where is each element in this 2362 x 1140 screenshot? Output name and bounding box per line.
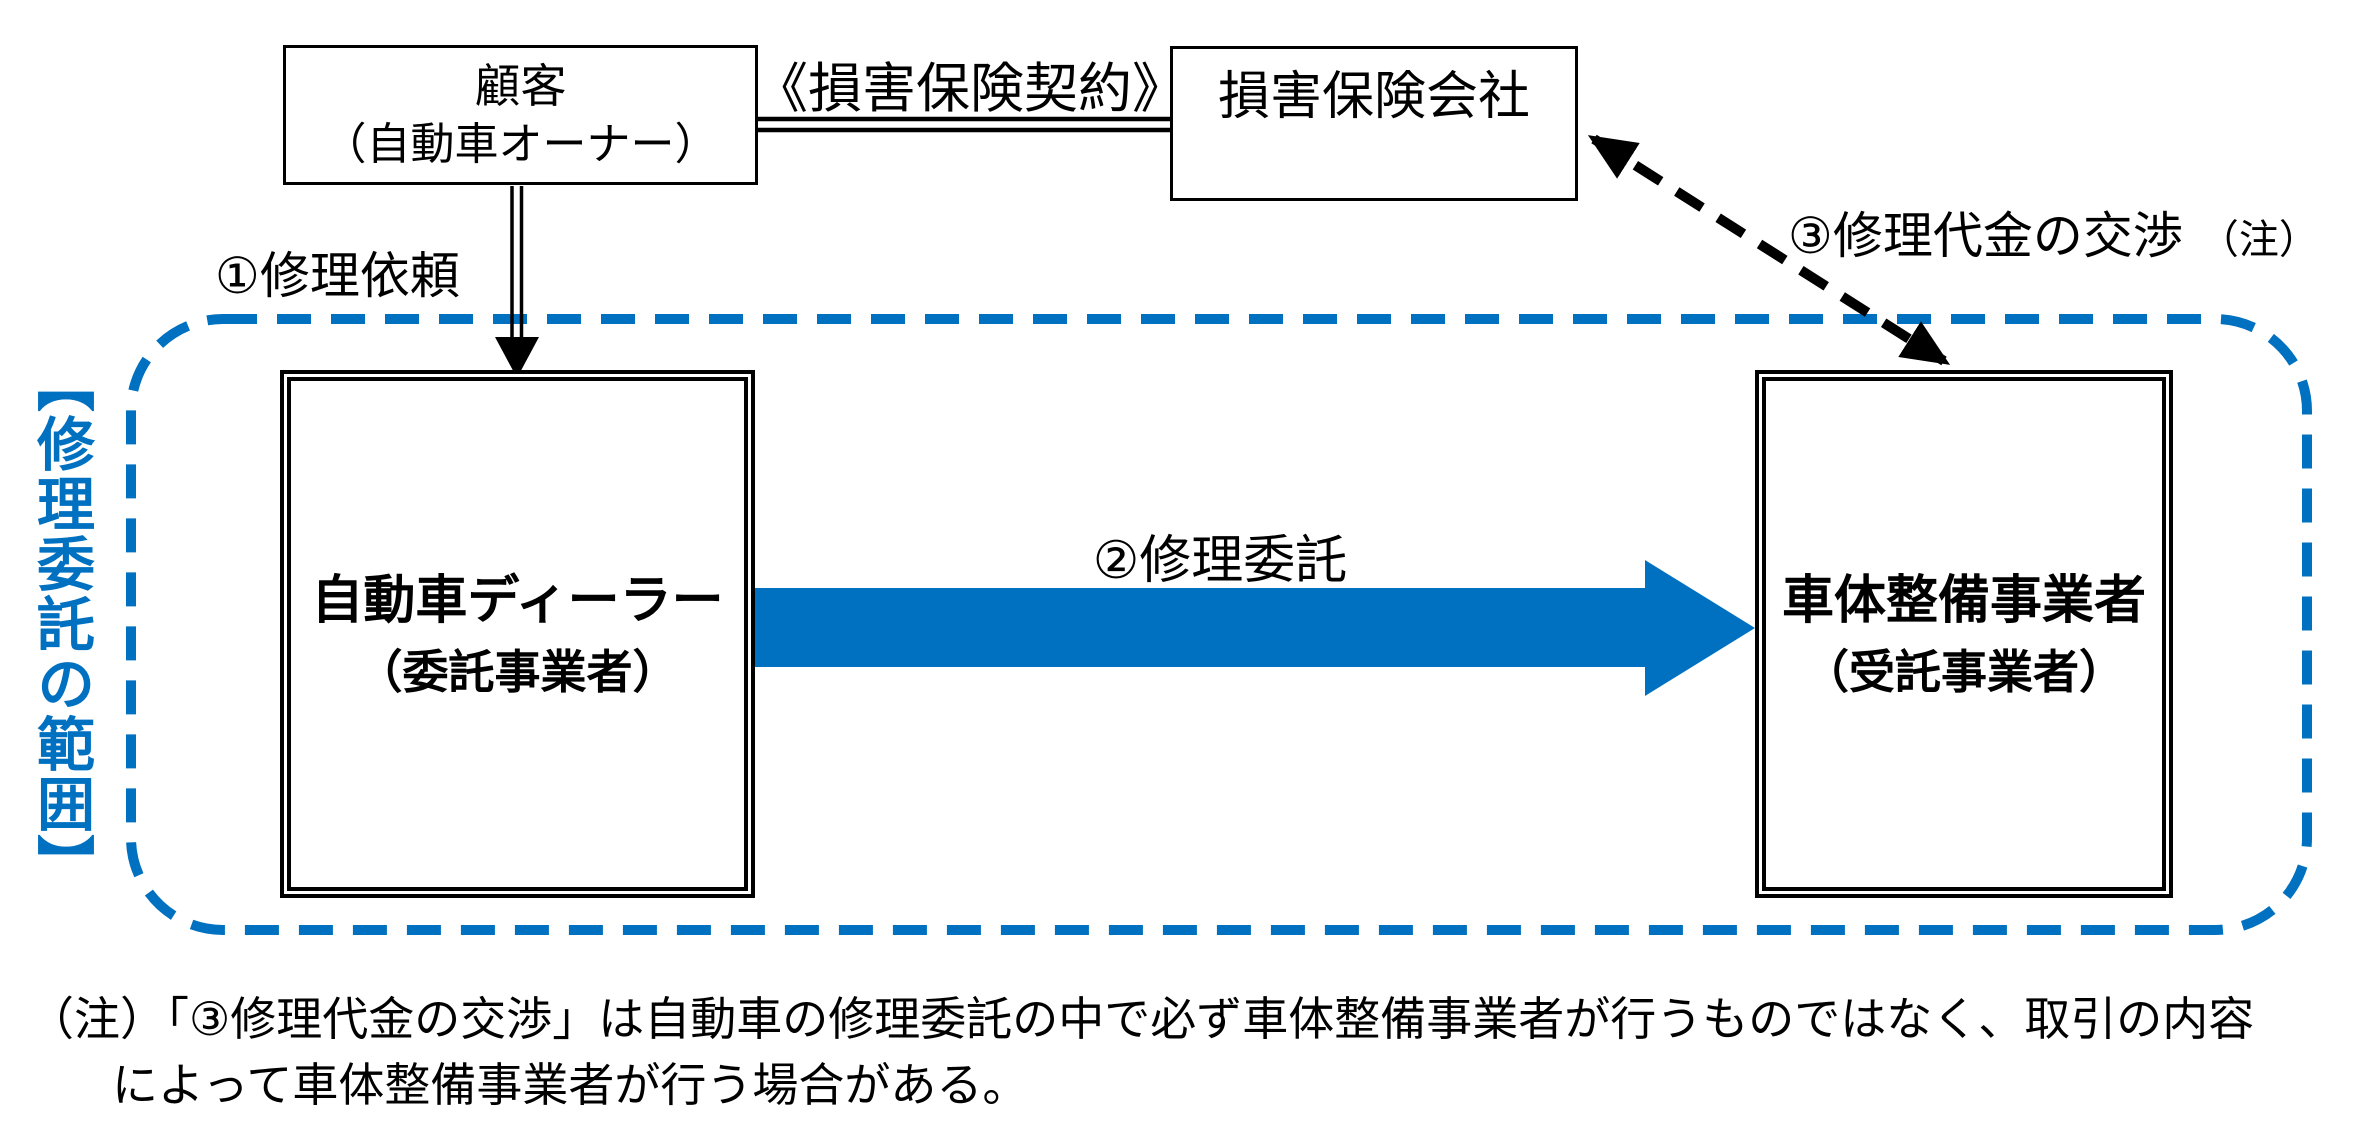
- footnote-line1: （注）「③修理代金の交渉」は自動車の修理委託の中で必ず車体整備事業者が行うもので…: [28, 993, 2255, 1045]
- step2-repair-outsourcing-label: ②修理委託: [1092, 532, 1348, 590]
- body-shop-title: 車体整備事業者: [1781, 572, 2146, 630]
- body-shop-node: 車体整備事業者 （受託事業者）: [1755, 370, 2173, 898]
- repair-request-arrow: [495, 186, 539, 378]
- customer-node: 顧客 （自動車オーナー）: [283, 45, 758, 185]
- footnote: （注）「③修理代金の交渉」は自動車の修理委託の中で必ず車体整備事業者が行うもので…: [28, 986, 2348, 1118]
- arrowhead-right-icon: [1645, 560, 1755, 696]
- dealer-subtitle: （委託事業者）: [356, 646, 679, 698]
- dealer-title: 自動車ディーラー: [311, 572, 724, 630]
- repair-scope-caption: 【修理委託の範囲】: [28, 354, 93, 894]
- insurer-title: 損害保険会社: [1217, 68, 1530, 126]
- step3-text: ③修理代金の交渉: [1788, 208, 2183, 264]
- repair-outsourcing-arrow: [755, 560, 1755, 696]
- customer-subtitle: （自動車オーナー）: [322, 120, 719, 169]
- customer-title: 顧客: [474, 60, 567, 112]
- body-shop-subtitle: （受託事業者）: [1803, 646, 2125, 698]
- repair-scope-dashed-border: [126, 314, 2312, 935]
- step1-repair-request-label: ①修理依頼: [215, 248, 460, 304]
- payment-negotiation-arrow: [1587, 134, 1951, 366]
- dealer-node: 自動車ディーラー （委託事業者）: [280, 370, 755, 898]
- arrowhead-down-icon: [495, 337, 539, 378]
- insurance-contract-label: 《損害保険契約》: [754, 59, 1186, 119]
- insurer-node: 損害保険会社: [1170, 46, 1578, 201]
- insurance-contract-connector: [757, 116, 1172, 133]
- step3-payment-negotiation-label: ③修理代金の交渉 （注）: [1788, 196, 2319, 268]
- footnote-line2: によって車体整備事業者が行う場合がある。: [112, 1059, 1029, 1111]
- step3-note-reference: （注）: [2198, 218, 2319, 262]
